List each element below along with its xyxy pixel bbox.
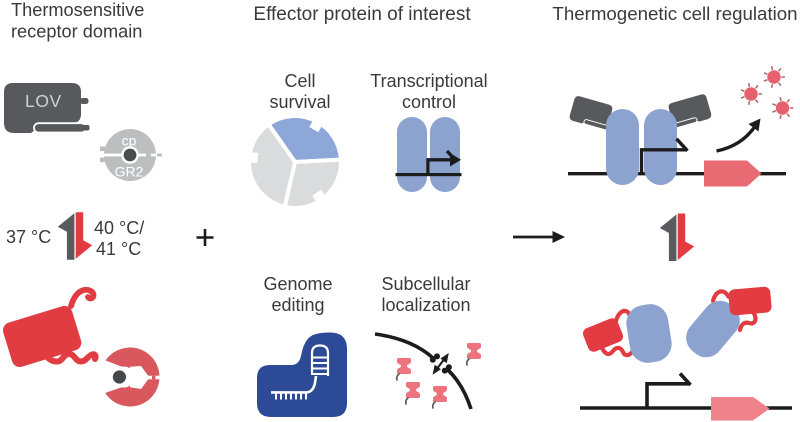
svg-text:Thermosensitive: Thermosensitive	[11, 0, 144, 20]
svg-text:Effector protein of interest: Effector protein of interest	[253, 4, 471, 25]
svg-text:editing: editing	[271, 295, 324, 315]
svg-text:Subcellular: Subcellular	[381, 274, 470, 294]
svg-text:LOV: LOV	[25, 91, 62, 111]
svg-text:GR2: GR2	[115, 164, 144, 180]
svg-text:Cell: Cell	[284, 71, 315, 91]
svg-text:receptor domain: receptor domain	[11, 22, 142, 42]
svg-text:control: control	[402, 92, 456, 112]
svg-text:localization: localization	[381, 295, 470, 315]
svg-text:40 °C/: 40 °C/	[94, 218, 144, 238]
svg-text:37 °C: 37 °C	[6, 227, 51, 247]
svg-text:cp: cp	[122, 133, 137, 149]
svg-text:Genome: Genome	[263, 274, 332, 294]
svg-text:survival: survival	[269, 92, 330, 112]
svg-text:41 °C: 41 °C	[96, 239, 141, 259]
svg-text:Transcriptional: Transcriptional	[370, 71, 487, 91]
svg-text:Thermogenetic cell regulation: Thermogenetic cell regulation	[552, 3, 797, 24]
